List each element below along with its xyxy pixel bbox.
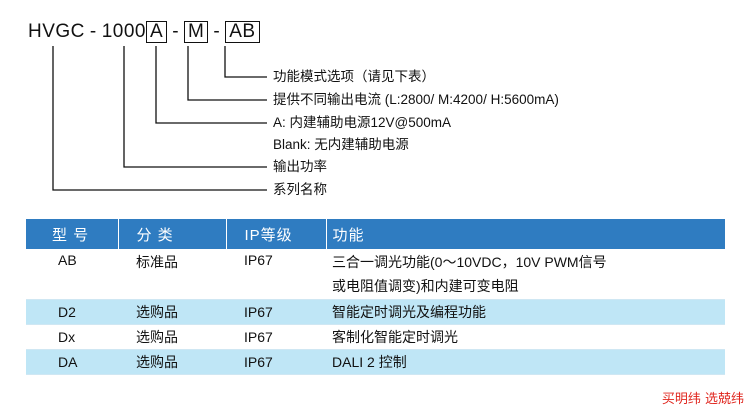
table-row: D2 选购品 IP67 智能定时调光及编程功能 [26,299,725,325]
legend-series-name: 系列名称 [273,182,327,197]
callout-line-current [187,46,267,101]
legend-func-mode: 功能模式选项（请见下表） [273,69,435,84]
cell-ip: IP67 [226,249,326,300]
callout-line-power [123,46,267,168]
cell-ip: IP67 [226,349,326,375]
model-code: HVGC - 1000 A - M - AB [28,20,260,44]
callout-lines [52,46,267,191]
watermark-text: 买明纬 选兢纬 [661,392,744,407]
table-header-row: 型 号 分 类 IP等级 功能 [26,219,725,249]
legend-aux-blank: Blank: 无内建辅助电源 [273,137,409,152]
cell-function: 智能定时调光及编程功能 [326,299,725,325]
cell-ip: IP67 [226,299,326,325]
cell-category: 选购品 [118,299,226,325]
header-ip: IP等级 [226,219,327,249]
power-code: 1000 [101,21,147,42]
table-row: DA 选购品 IP67 DALI 2 控制 [26,349,725,375]
aux-option-code: A [146,21,168,43]
header-category: 分 类 [118,219,227,249]
series-code: HVGC [28,21,85,42]
separator: - [89,21,97,42]
cell-category: 选购品 [118,324,226,350]
separator: - [172,21,180,42]
cell-model: DA [26,349,118,375]
cell-function: DALI 2 控制 [326,349,725,375]
callout-line-series [52,46,267,191]
function-options-table: 型 号 分 类 IP等级 功能 AB 标准品 IP67 三合一调光功能(0～10… [26,219,725,375]
current-option-code: M [184,21,209,43]
callout-line-func [224,46,267,78]
cell-category: 选购品 [118,349,226,375]
cell-model: AB [26,249,118,300]
function-option-code: AB [225,21,260,43]
legend-aux-a: A: 内建辅助电源12V@500mA [273,115,452,130]
header-function: 功能 [326,219,725,249]
callout-line-aux [155,46,267,124]
cell-model: D2 [26,299,118,325]
cell-category: 标准品 [118,249,226,300]
separator: - [213,21,221,42]
legend-output-power: 输出功率 [273,159,327,174]
cell-function: 客制化智能定时调光 [326,324,725,350]
legend-current-options: 提供不同输出电流 (L:2800/ M:4200/ H:5600mA) [273,92,559,107]
function-line: 或电阻值调变)和内建可变电阻 [332,278,519,294]
cell-model: Dx [26,324,118,350]
header-model: 型 号 [26,219,119,249]
table-row: Dx 选购品 IP67 客制化智能定时调光 [26,324,725,350]
cell-function: 三合一调光功能(0～10VDC，10V PWM信号 或电阻值调变)和内建可变电阻 [326,249,725,300]
cell-ip: IP67 [226,324,326,350]
function-line: 三合一调光功能(0～10VDC，10V PWM信号 [332,254,607,270]
table-row: AB 标准品 IP67 三合一调光功能(0～10VDC，10V PWM信号 或电… [26,249,725,300]
